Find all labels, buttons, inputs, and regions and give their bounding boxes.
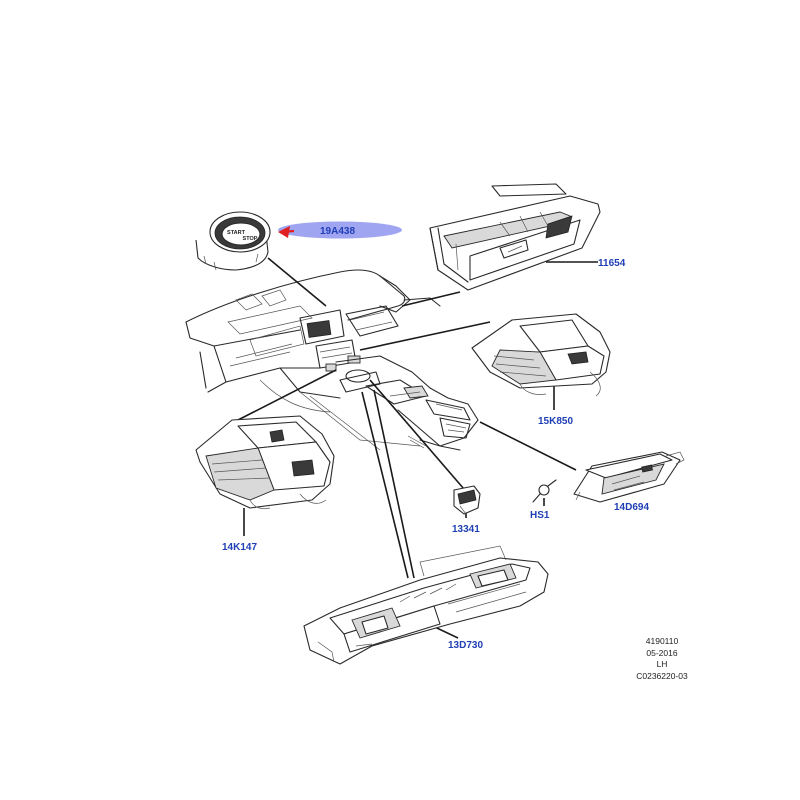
part-14D694 [573, 451, 685, 503]
label-11654: 11654 [598, 258, 626, 269]
label-HS1: HS1 [530, 510, 550, 521]
reference-date: 05-2016 [646, 647, 678, 658]
label-13341: 13341 [452, 524, 480, 535]
label-14K147: 14K147 [222, 542, 257, 553]
label-15K850: 15K850 [538, 416, 573, 427]
part-13D730 [303, 545, 549, 665]
highlight-19a438 [278, 221, 402, 239]
reference-number: 4190110 [645, 636, 679, 646]
start-label: START [227, 230, 246, 236]
label-13D730: 13D730 [448, 640, 483, 651]
label-14D694: 14D694 [614, 502, 649, 513]
part-14K147 [195, 415, 335, 510]
part-labels: 19A438 11654 15K850 14K147 13341 HS1 14D… [222, 226, 649, 651]
part-HS1 [532, 479, 557, 503]
stop-label: STOP [243, 236, 258, 242]
dashboard-interior [185, 269, 479, 451]
part-11654 [429, 183, 601, 291]
part-13341 [453, 485, 481, 515]
reference-drive-side: LH [656, 659, 668, 669]
label-19A438: 19A438 [320, 226, 355, 237]
reference-code: C0236220-03 [636, 670, 688, 681]
start-stop-button: START STOP [195, 211, 271, 271]
part-15K850 [471, 313, 611, 397]
diagram-reference-block: 4190110 05-2016 LH C0236220-03 [622, 636, 702, 682]
